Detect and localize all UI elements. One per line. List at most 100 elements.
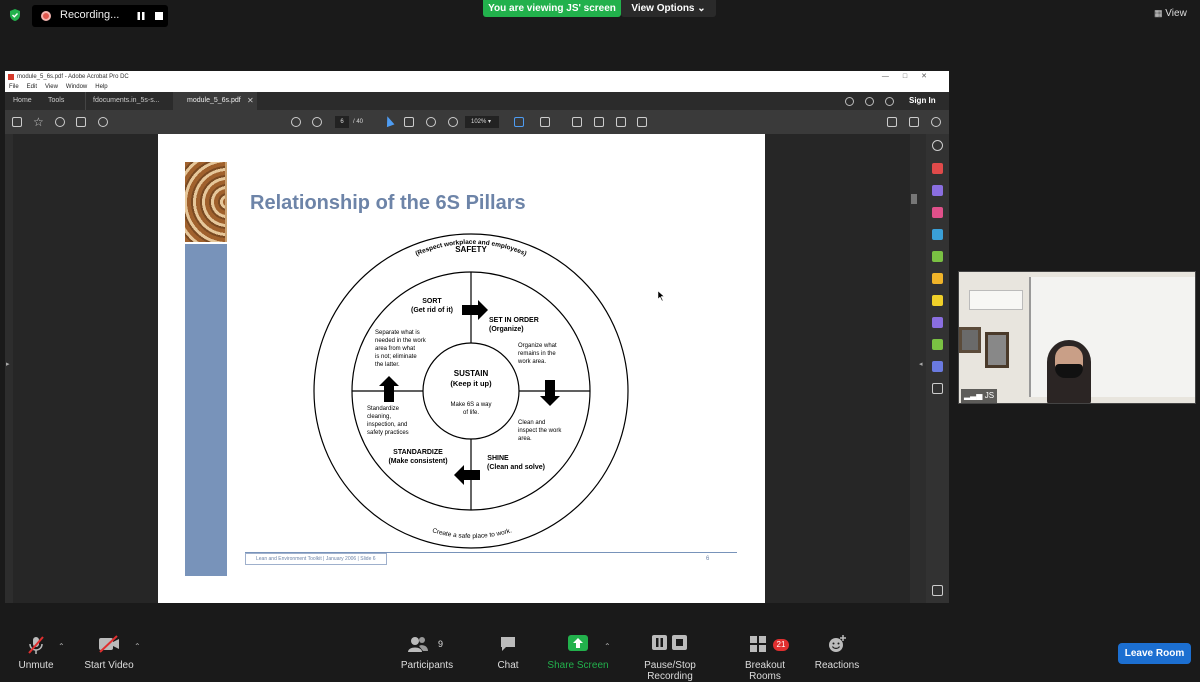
- participant-video-tile[interactable]: ▂▃▅ JS: [958, 271, 1196, 404]
- view-options-button[interactable]: View Options ⌄: [621, 0, 716, 17]
- safety-bottom-text: Create a safe place to work.: [431, 527, 512, 540]
- recording-indicator[interactable]: Recording...: [32, 5, 168, 27]
- combine-files-icon[interactable]: [932, 229, 943, 240]
- start-video-button[interactable]: Start Video: [80, 627, 138, 675]
- bell-icon[interactable]: [885, 97, 894, 106]
- scrollbar-thumb[interactable]: [911, 194, 917, 204]
- slide-footer: Lean and Environment Toolkit | January 2…: [245, 553, 387, 565]
- participant-name-tag: ▂▃▅ JS: [961, 389, 998, 403]
- close-tab-icon[interactable]: ✕: [247, 96, 254, 105]
- comment-pane-icon[interactable]: [932, 273, 943, 284]
- window-title: module_5_6s.pdf - Adobe Acrobat Pro DC: [17, 74, 129, 80]
- hand-icon[interactable]: [404, 117, 414, 127]
- create-pdf-icon[interactable]: [932, 185, 943, 196]
- sort-text-3: area from what: [375, 346, 415, 352]
- left-panel-toggle[interactable]: ▸: [5, 134, 13, 603]
- signal-icon: ▂▃▅: [964, 391, 983, 400]
- share-screen-button[interactable]: Share Screen: [546, 627, 610, 675]
- participants-button[interactable]: 9 Participants: [396, 627, 458, 675]
- sign-in-button[interactable]: Sign In: [909, 96, 936, 105]
- print-icon[interactable]: [76, 117, 86, 127]
- add-user-icon[interactable]: [931, 117, 941, 127]
- breakout-rooms-badge: 21: [773, 639, 789, 651]
- arrow-right-icon: [462, 300, 488, 320]
- sign-icon[interactable]: [616, 117, 626, 127]
- share-options-caret-icon[interactable]: ⌃: [604, 642, 611, 651]
- help-icon[interactable]: [865, 97, 874, 106]
- select-cursor-icon[interactable]: [383, 114, 395, 128]
- leave-room-button[interactable]: Leave Room: [1118, 643, 1191, 664]
- tab-tools[interactable]: Tools: [48, 97, 65, 104]
- pause-stop-recording-button[interactable]: Pause/Stop Recording: [620, 627, 720, 682]
- fill-sign-pane-icon[interactable]: [932, 295, 943, 306]
- video-options-caret-icon[interactable]: ⌃: [134, 642, 141, 651]
- vertical-scrollbar[interactable]: [910, 134, 918, 603]
- export-pdf-icon[interactable]: [932, 163, 943, 174]
- start-video-label: Start Video: [84, 660, 134, 671]
- tab-document-1[interactable]: fdocuments.in_5s-s...: [85, 92, 165, 110]
- chat-button[interactable]: Chat: [490, 627, 526, 675]
- air-conditioner: [969, 290, 1023, 310]
- share-screen-label: Share Screen: [547, 660, 609, 671]
- edit-pdf-icon[interactable]: [932, 207, 943, 218]
- share-tool-icon[interactable]: [637, 117, 647, 127]
- menu-view[interactable]: View: [45, 84, 58, 90]
- arrow-down-icon: [540, 380, 560, 406]
- mouse-cursor-icon: [658, 291, 665, 301]
- scan-ocr-icon[interactable]: [932, 339, 943, 350]
- shine-title: SHINE: [487, 455, 509, 462]
- viewing-screen-banner: You are viewing JS' screen: [483, 0, 621, 17]
- search-icon[interactable]: [98, 117, 108, 127]
- menu-file[interactable]: File: [9, 84, 19, 90]
- page-number-input[interactable]: 6: [335, 116, 349, 128]
- set-in-order-subtitle: (Organize): [489, 326, 524, 333]
- tab-home[interactable]: Home: [13, 97, 32, 104]
- unmute-button[interactable]: Unmute: [12, 627, 60, 675]
- zoom-out-icon[interactable]: [426, 117, 436, 127]
- comment-tool-icon[interactable]: [572, 117, 582, 127]
- participants-label: Participants: [400, 660, 454, 671]
- menu-window[interactable]: Window: [65, 84, 88, 90]
- zoom-tool-icon[interactable]: [932, 140, 943, 151]
- sort-text-2: needed in the work: [375, 338, 427, 344]
- send-sign-icon[interactable]: [932, 317, 943, 328]
- right-panel-toggle[interactable]: ◂: [918, 134, 926, 603]
- collapse-pane-icon[interactable]: [932, 585, 943, 596]
- audio-options-caret-icon[interactable]: ⌃: [58, 642, 65, 651]
- arrow-up-icon: [379, 376, 399, 402]
- pen-icon[interactable]: [594, 117, 604, 127]
- stop-icon[interactable]: [155, 12, 163, 20]
- shield-icon[interactable]: [8, 8, 22, 22]
- participants-count: 9: [438, 639, 444, 649]
- menu-help[interactable]: Help: [95, 84, 108, 90]
- pause-icon[interactable]: [136, 11, 146, 21]
- star-icon[interactable]: ☆: [33, 115, 44, 129]
- page-up-icon[interactable]: [291, 117, 301, 127]
- organize-pages-icon[interactable]: [932, 251, 943, 262]
- page-layout-icon[interactable]: [514, 117, 524, 127]
- acrobat-app-icon: [8, 74, 14, 80]
- email-icon[interactable]: [909, 117, 919, 127]
- acrobat-toolbar: ☆ 6 / 40 102% ▾: [5, 110, 949, 134]
- view-button[interactable]: ▦ View: [1154, 8, 1187, 19]
- sort-title: SORT: [422, 298, 442, 305]
- standardize-title: STANDARDIZE: [393, 449, 443, 456]
- menu-edit[interactable]: Edit: [26, 84, 38, 90]
- window-controls[interactable]: —□✕: [881, 73, 941, 80]
- more-tools-icon[interactable]: [932, 383, 943, 394]
- protect-icon[interactable]: [932, 361, 943, 372]
- face-mask: [1055, 364, 1083, 378]
- fill-sign-icon[interactable]: [887, 117, 897, 127]
- tab-document-2[interactable]: module_5_6s.pdf: [173, 92, 257, 110]
- reactions-button[interactable]: Reactions: [812, 627, 862, 675]
- acrobat-menu-bar: File Edit View Window Help: [5, 83, 949, 92]
- scroll-mode-icon[interactable]: [540, 117, 550, 127]
- save-icon[interactable]: [12, 117, 22, 127]
- breakout-rooms-button[interactable]: 21 Breakout Rooms: [728, 627, 802, 682]
- upload-icon[interactable]: [55, 117, 65, 127]
- slide-number: 6: [706, 556, 710, 562]
- comment-icon[interactable]: [845, 97, 854, 106]
- page-down-icon[interactable]: [312, 117, 322, 127]
- zoom-level-select[interactable]: 102% ▾: [465, 116, 499, 128]
- zoom-in-icon[interactable]: [448, 117, 458, 127]
